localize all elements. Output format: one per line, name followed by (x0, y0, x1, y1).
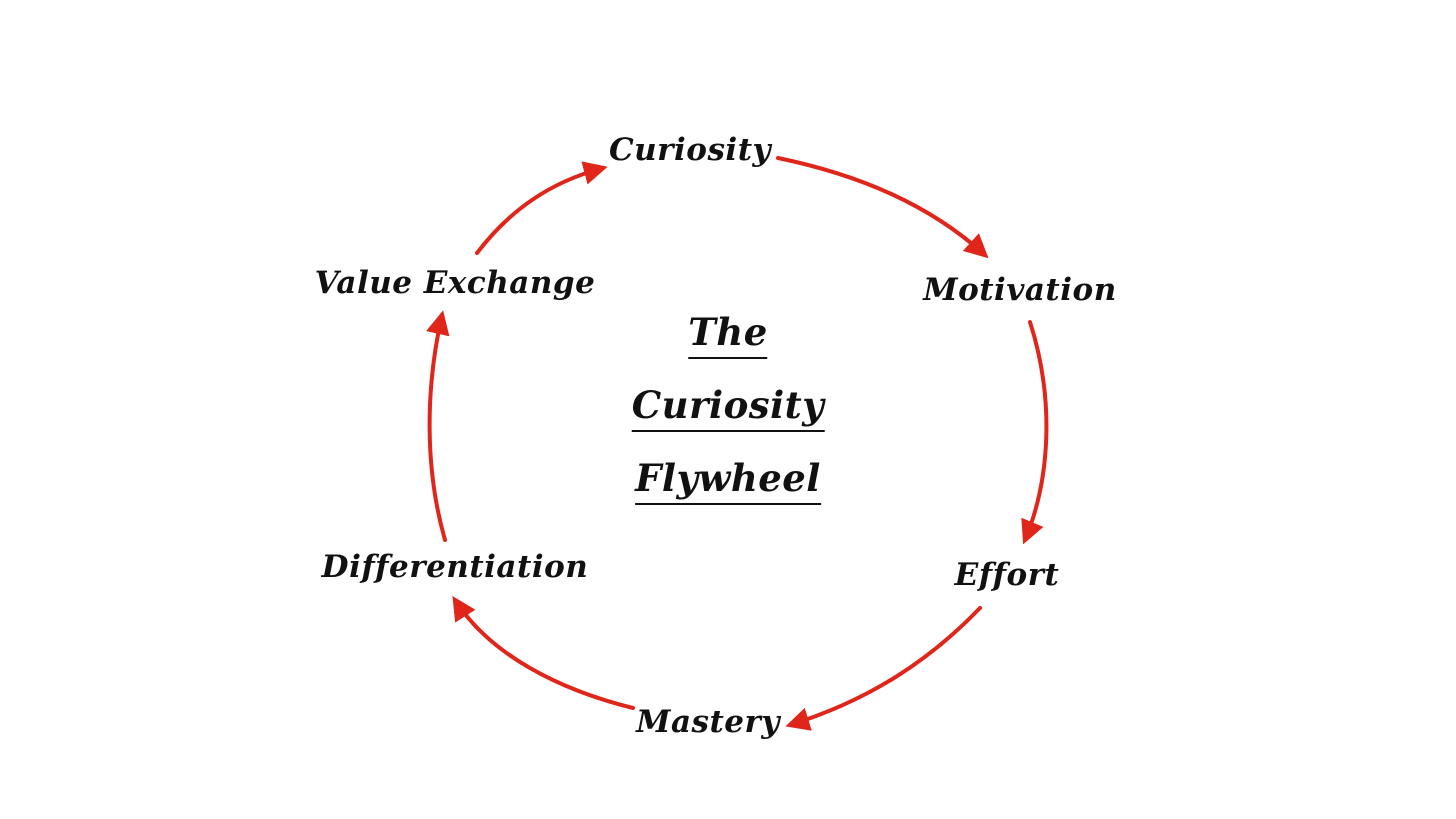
arrow-curiosity-to-motivation (776, 156, 989, 259)
arrow-mastery-to-differentiation (452, 595, 635, 710)
diagram-title-line-1: The (688, 312, 768, 359)
node-value-exchange: Value Exchange (314, 265, 596, 301)
arrow-value-exchange-to-curiosity (475, 161, 608, 255)
node-effort: Effort (954, 557, 1060, 593)
node-mastery: Mastery (636, 704, 780, 740)
node-differentiation: Differentiation (321, 549, 589, 585)
diagram-title-line-3: Flywheel (635, 458, 821, 505)
node-motivation: Motivation (923, 272, 1117, 308)
arrow-effort-to-mastery (785, 606, 982, 731)
arrow-differentiation-to-value-exchange (426, 310, 450, 542)
arrow-motivation-to-effort (1021, 320, 1049, 545)
node-curiosity: Curiosity (608, 132, 772, 168)
diagram-title-line-2: Curiosity (631, 385, 825, 432)
